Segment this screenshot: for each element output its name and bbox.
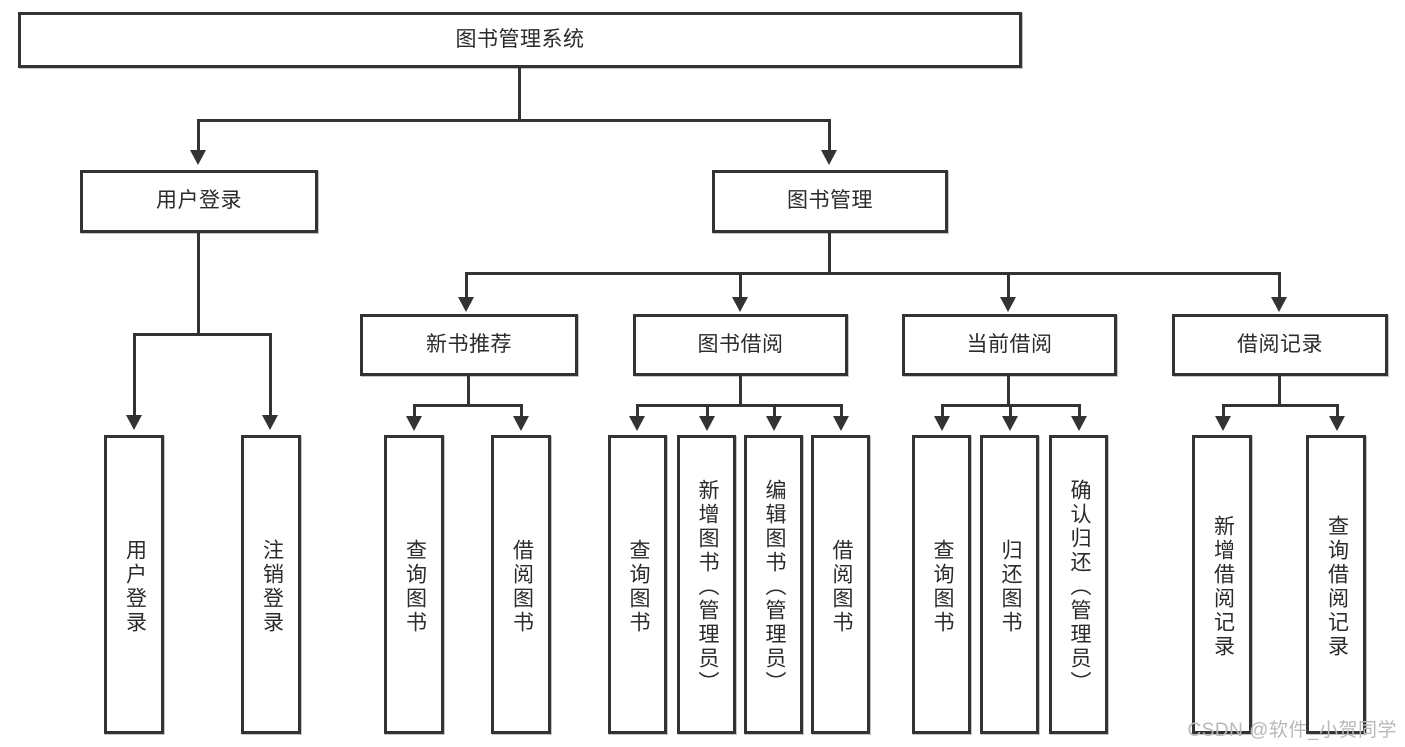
- connector-book-borrow-drop-2: [706, 404, 709, 418]
- node-book-borrow[interactable]: 图书借阅: [633, 314, 848, 376]
- node-label: 新书推荐: [426, 332, 512, 356]
- arrow-down-icon: [190, 150, 206, 165]
- node-user-login[interactable]: 用户登录: [80, 170, 318, 233]
- node-label: 查询图书: [403, 538, 427, 635]
- node-label: 图书管理: [787, 189, 873, 213]
- node-label: 查询借阅记录: [1325, 514, 1349, 659]
- node-label: 图书借阅: [697, 332, 784, 356]
- arrow-down-icon: [406, 416, 422, 431]
- node-book-management[interactable]: 图书管理: [712, 170, 948, 233]
- connector-current-borrow-drop-2: [1009, 404, 1012, 418]
- connector-book-management-stem: [828, 233, 831, 275]
- node-new-book-recommend[interactable]: 新书推荐: [360, 314, 578, 376]
- leaf-logout[interactable]: 注销登录: [241, 435, 301, 734]
- arrow-down-icon: [821, 150, 837, 165]
- connector-new-book-drop-1: [413, 404, 416, 418]
- arrow-down-icon: [1002, 416, 1018, 431]
- node-label: 图书管理系统: [455, 27, 585, 51]
- node-label: 确认归还（管理员）: [1067, 478, 1091, 695]
- connector-current-borrow-drop-3: [1078, 404, 1081, 418]
- arrow-down-icon: [513, 416, 529, 431]
- connector-book-borrow-drop-4: [840, 404, 843, 418]
- connector-level3-bar: [465, 272, 1281, 275]
- connector-user-login-drop-2: [269, 333, 272, 417]
- connector-book-borrow-drop-1: [636, 404, 639, 418]
- connector-borrow-record-drop-2: [1336, 404, 1339, 418]
- leaf-borrow-book[interactable]: 借阅图书: [811, 435, 870, 734]
- connector-root-stem: [518, 68, 521, 119]
- connector-new-book-drop-2: [520, 404, 523, 418]
- connector-current-borrow-drop-1: [941, 404, 944, 418]
- node-label: 注销登录: [260, 538, 284, 635]
- arrow-down-icon: [934, 416, 950, 431]
- arrow-down-icon: [458, 297, 474, 312]
- arrow-down-icon: [833, 416, 849, 431]
- node-label: 查询图书: [626, 538, 650, 635]
- connector-level3-drop-2: [739, 272, 742, 299]
- leaf-user-login[interactable]: 用户登录: [104, 435, 164, 734]
- arrow-down-icon: [1329, 416, 1345, 431]
- leaf-query-book-borrow[interactable]: 查询图书: [608, 435, 667, 734]
- node-label: 新增借阅记录: [1211, 514, 1235, 659]
- node-label: 用户登录: [156, 189, 242, 213]
- arrow-down-icon: [699, 416, 715, 431]
- node-label: 编辑图书（管理员）: [762, 478, 786, 695]
- connector-level3-drop-3: [1007, 272, 1010, 299]
- connector-borrow-record-stem: [1278, 376, 1281, 406]
- node-label: 归还图书: [998, 538, 1022, 635]
- node-label: 查询图书: [930, 538, 954, 635]
- arrow-down-icon: [1215, 416, 1231, 431]
- arrow-down-icon: [629, 416, 645, 431]
- leaf-query-book-current[interactable]: 查询图书: [912, 435, 971, 734]
- arrow-down-icon: [766, 416, 782, 431]
- connector-book-borrow-stem: [739, 376, 742, 406]
- connector-level3-drop-4: [1278, 272, 1281, 299]
- connector-user-login-drop-1: [133, 333, 136, 417]
- connector-borrow-record-bar: [1222, 404, 1339, 407]
- node-label: 新增图书（管理员）: [695, 478, 719, 695]
- node-label: 用户登录: [123, 538, 147, 635]
- leaf-confirm-return-admin[interactable]: 确认归还（管理员）: [1049, 435, 1108, 734]
- csdn-watermark: CSDN @软件_小贺同学: [1187, 720, 1397, 741]
- connector-book-borrow-drop-3: [773, 404, 776, 418]
- connector-level1-drop-right: [828, 119, 831, 152]
- node-label: 借阅图书: [510, 538, 534, 635]
- arrow-down-icon: [1271, 297, 1287, 312]
- arrow-down-icon: [1000, 297, 1016, 312]
- arrow-down-icon: [262, 415, 278, 430]
- leaf-borrow-book-recommend[interactable]: 借阅图书: [491, 435, 551, 734]
- connector-borrow-record-drop-1: [1222, 404, 1225, 418]
- node-root-system[interactable]: 图书管理系统: [18, 12, 1022, 68]
- connector-user-login-stem: [197, 233, 200, 335]
- leaf-add-borrow-record[interactable]: 新增借阅记录: [1192, 435, 1252, 734]
- node-borrow-record[interactable]: 借阅记录: [1172, 314, 1388, 376]
- connector-level1-drop-left: [197, 119, 200, 152]
- node-label: 借阅图书: [829, 538, 853, 635]
- arrow-down-icon: [732, 297, 748, 312]
- connector-current-borrow-stem: [1007, 376, 1010, 406]
- node-label: 当前借阅: [966, 332, 1053, 356]
- leaf-add-book-admin[interactable]: 新增图书（管理员）: [677, 435, 736, 734]
- arrow-down-icon: [126, 415, 142, 430]
- node-current-borrow[interactable]: 当前借阅: [902, 314, 1117, 376]
- connector-new-book-bar: [413, 404, 523, 407]
- arrow-down-icon: [1071, 416, 1087, 431]
- connector-level3-drop-1: [465, 272, 468, 299]
- leaf-edit-book-admin[interactable]: 编辑图书（管理员）: [744, 435, 803, 734]
- leaf-query-book-recommend[interactable]: 查询图书: [384, 435, 444, 734]
- leaf-query-borrow-record[interactable]: 查询借阅记录: [1306, 435, 1366, 734]
- connector-user-login-bar: [133, 333, 272, 336]
- leaf-return-book[interactable]: 归还图书: [980, 435, 1039, 734]
- connector-new-book-stem: [467, 376, 470, 406]
- connector-book-borrow-bar: [636, 404, 843, 407]
- node-label: 借阅记录: [1237, 332, 1323, 356]
- connector-level1-bar: [197, 119, 831, 122]
